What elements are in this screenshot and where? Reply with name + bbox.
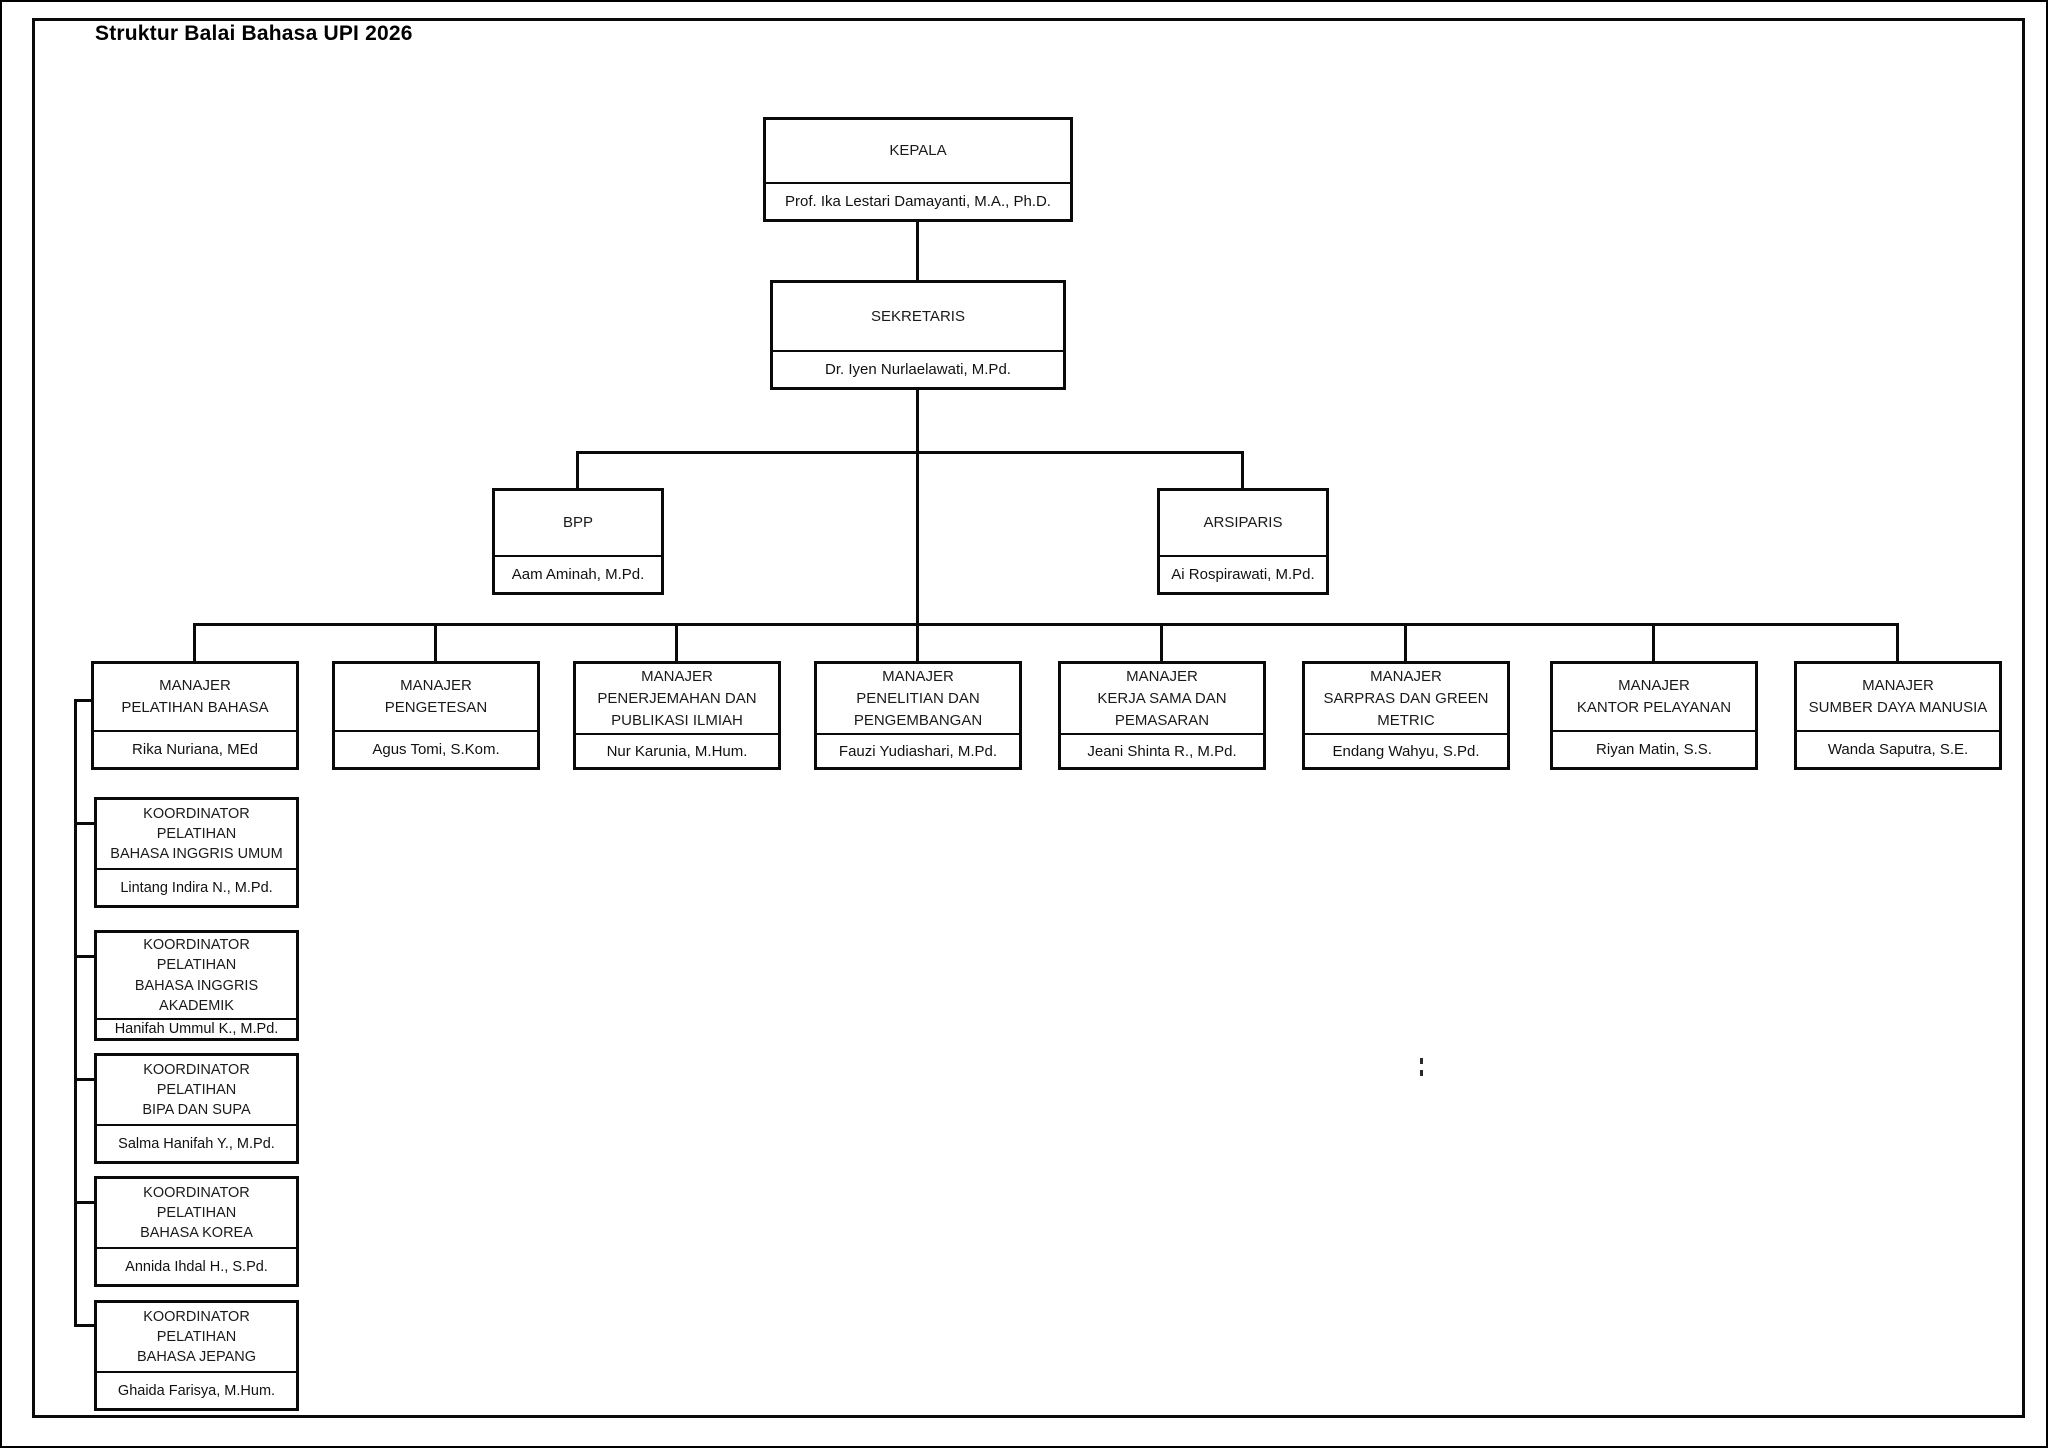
role-label: MANAJER PELATIHAN BAHASA: [121, 677, 269, 716]
connector-rail-to-koordinator2: [74, 955, 97, 958]
person-name: Jeani Shinta R., M.Pd.: [1061, 733, 1263, 767]
person-name: Rika Nuriana, MEd: [94, 730, 296, 767]
org-node-manajer-kerjasama: MANAJER KERJA SAMA DAN PEMASARAN Jeani S…: [1058, 661, 1266, 770]
connector-rail-to-koordinator4: [74, 1201, 97, 1204]
person-name: Ghaida Farisya, M.Hum.: [97, 1371, 296, 1408]
person-name: Salma Hanifah Y., M.Pd.: [97, 1124, 296, 1161]
org-node-koordinator-inggris-akademik: KOORDINATOR PELATIHAN BAHASA INGGRIS AKA…: [94, 930, 299, 1041]
role-label: BPP: [562, 514, 593, 532]
person-name: Fauzi Yudiashari, M.Pd.: [817, 733, 1019, 767]
connector-rail-to-koordinator5: [74, 1324, 97, 1327]
connector-manager7-stub: [1652, 623, 1655, 664]
org-node-bpp: BPP Aam Aminah, M.Pd.: [492, 488, 664, 595]
connector-sekretaris-down: [916, 390, 919, 661]
org-node-manajer-penelitian: MANAJER PENELITIAN DAN PENGEMBANGAN Fauz…: [814, 661, 1022, 770]
org-node-koordinator-jepang: KOORDINATOR PELATIHAN BAHASA JEPANG Ghai…: [94, 1300, 299, 1411]
person-name: Nur Karunia, M.Hum.: [576, 733, 778, 767]
role-label: MANAJER SARPRAS DAN GREEN METRIC: [1323, 668, 1489, 729]
connector-arsiparis-stub: [1241, 451, 1244, 491]
connector-manager8-stub: [1896, 623, 1899, 664]
person-name: Lintang Indira N., M.Pd.: [97, 868, 296, 905]
org-node-arsiparis: ARSIPARIS Ai Rospirawati, M.Pd.: [1157, 488, 1329, 595]
chart-frame: [32, 18, 2025, 1418]
person-name: Agus Tomi, S.Kom.: [335, 730, 537, 767]
person-name: Dr. Iyen Nurlaelawati, M.Pd.: [773, 350, 1063, 387]
role-label: KOORDINATOR PELATIHAN BAHASA INGGRIS AKA…: [134, 937, 259, 1014]
role-label: ARSIPARIS: [1203, 514, 1283, 532]
role-label: KOORDINATOR PELATIHAN BIPA DAN SUPA: [142, 1061, 251, 1119]
connector-bpp-arsiparis-rail: [578, 451, 1244, 454]
connector-koordinator-rail: [74, 699, 77, 1327]
person-name: Endang Wahyu, S.Pd.: [1305, 733, 1507, 767]
org-node-manajer-pelatihan-bahasa: MANAJER PELATIHAN BAHASA Rika Nuriana, M…: [91, 661, 299, 770]
connector-rail-to-koordinator1: [74, 822, 97, 825]
role-label: KEPALA: [889, 142, 947, 160]
connector-kepala-sekretaris: [916, 222, 919, 280]
connector-manager3-stub: [675, 623, 678, 664]
chart-title: Struktur Balai Bahasa UPI 2026: [95, 22, 413, 45]
org-node-manajer-pengetesan: MANAJER PENGETESAN Agus Tomi, S.Kom.: [332, 661, 540, 770]
role-label: MANAJER PENELITIAN DAN PENGEMBANGAN: [853, 668, 983, 729]
role-label: KOORDINATOR PELATIHAN BAHASA KOREA: [140, 1184, 253, 1242]
org-node-sekretaris: SEKRETARIS Dr. Iyen Nurlaelawati, M.Pd.: [770, 280, 1066, 390]
org-node-koordinator-bipa-supa: KOORDINATOR PELATIHAN BIPA DAN SUPA Salm…: [94, 1053, 299, 1164]
connector-manager1-stub: [193, 623, 196, 664]
connector-bpp-stub: [576, 451, 579, 491]
role-label: KOORDINATOR PELATIHAN BAHASA INGGRIS UMU…: [110, 805, 283, 863]
role-label: MANAJER KANTOR PELAYANAN: [1576, 677, 1732, 716]
org-node-kepala: KEPALA Prof. Ika Lestari Damayanti, M.A.…: [763, 117, 1073, 222]
role-label: MANAJER KERJA SAMA DAN PEMASARAN: [1097, 668, 1227, 729]
connector-rail-to-manager1: [74, 699, 94, 702]
role-label: SEKRETARIS: [871, 307, 965, 325]
person-name: Aam Aminah, M.Pd.: [495, 555, 661, 592]
stray-mark-artifact: [1420, 1058, 1423, 1076]
person-name: Wanda Saputra, S.E.: [1797, 730, 1999, 767]
person-name: Ai Rospirawati, M.Pd.: [1160, 555, 1326, 592]
connector-manager6-stub: [1404, 623, 1407, 664]
role-label: MANAJER PENERJEMAHAN DAN PUBLIKASI ILMIA…: [597, 668, 757, 729]
org-node-manajer-sarpras: MANAJER SARPRAS DAN GREEN METRIC Endang …: [1302, 661, 1510, 770]
org-node-koordinator-inggris-umum: KOORDINATOR PELATIHAN BAHASA INGGRIS UMU…: [94, 797, 299, 908]
role-label: KOORDINATOR PELATIHAN BAHASA JEPANG: [137, 1308, 256, 1366]
connector-manager2-stub: [434, 623, 437, 664]
org-node-manajer-penerjemahan: MANAJER PENERJEMAHAN DAN PUBLIKASI ILMIA…: [573, 661, 781, 770]
person-name: Annida Ihdal H., S.Pd.: [97, 1247, 296, 1284]
connector-rail-to-koordinator3: [74, 1078, 97, 1081]
org-node-manajer-kantor-pelayanan: MANAJER KANTOR PELAYANAN Riyan Matin, S.…: [1550, 661, 1758, 770]
connector-manager5-stub: [1160, 623, 1163, 664]
person-name: Riyan Matin, S.S.: [1553, 730, 1755, 767]
person-name: Hanifah Ummul K., M.Pd.: [97, 1018, 296, 1038]
org-node-manajer-sdm: MANAJER SUMBER DAYA MANUSIA Wanda Saputr…: [1794, 661, 2002, 770]
org-node-koordinator-korea: KOORDINATOR PELATIHAN BAHASA KOREA Annid…: [94, 1176, 299, 1287]
person-name: Prof. Ika Lestari Damayanti, M.A., Ph.D.: [766, 182, 1070, 219]
role-label: MANAJER SUMBER DAYA MANUSIA: [1808, 677, 1988, 716]
role-label: MANAJER PENGETESAN: [384, 677, 488, 716]
connector-manager-rail: [195, 623, 1899, 626]
